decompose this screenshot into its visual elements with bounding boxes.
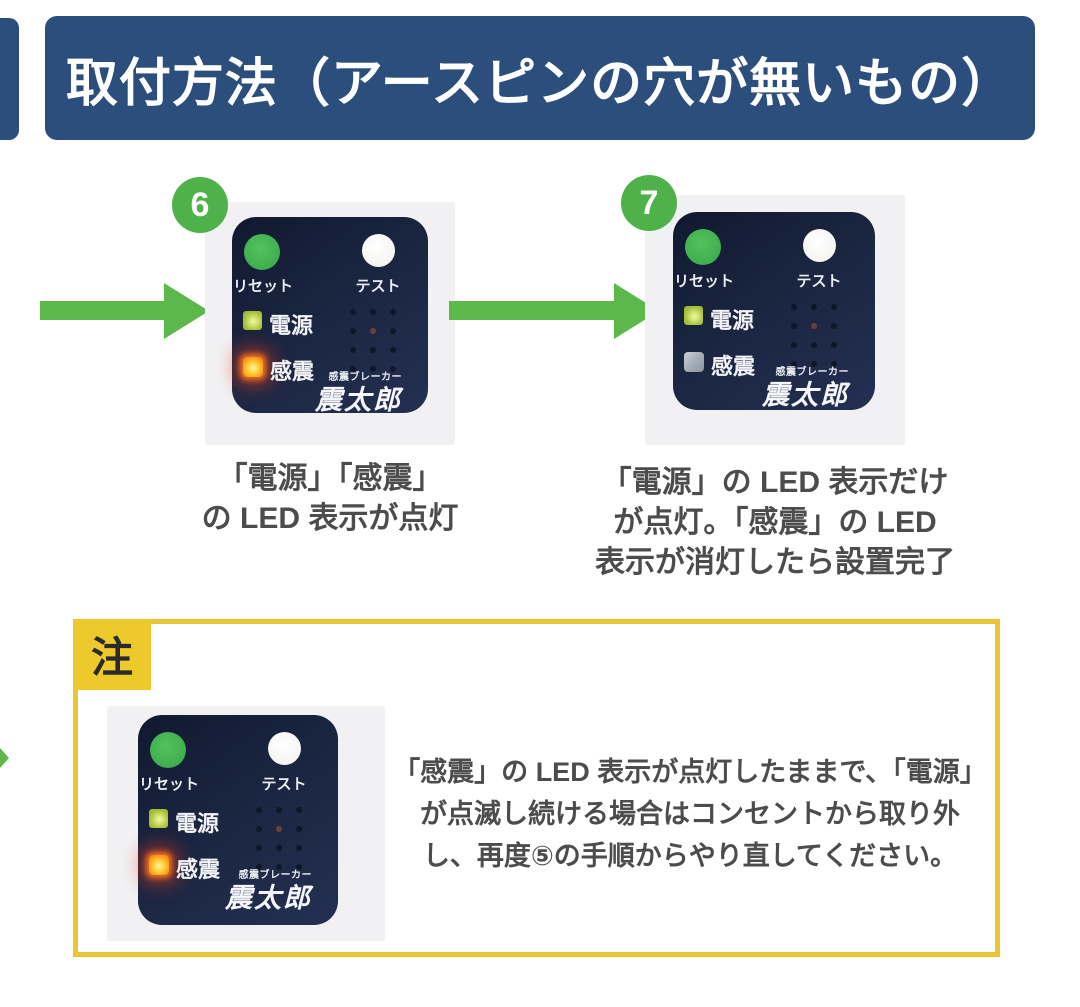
step6-badge: 6 [172,177,228,233]
arrow-fragment-icon [0,748,9,768]
step6-arrow-shaft [40,301,164,320]
step7-badge: 7 [621,175,677,231]
caption-line: 表示が消灯したら設置完了 [595,546,955,579]
reset-label: リセット [138,776,199,793]
caption-line: 「電源」「感震」 [217,462,443,495]
brand-name-large: 震太郎 [315,385,402,416]
brand-name-small: 感震ブレーカー [238,870,312,881]
note-text-line: が点滅し続ける場合はコンセントから取り外 [420,799,960,829]
caption-line: の LED 表示が点灯 [201,502,459,535]
step6-number: 6 [190,185,210,224]
test-button [803,229,836,262]
power-led [243,311,262,330]
speaker-holes [350,309,396,372]
page-edge-tab [0,18,19,140]
device-panel: リセット テスト 電源 感震 感震ブレーカー 震太郎 [673,212,875,411]
power-led-label: 電源 [175,811,220,836]
brand-name-small: 感震ブレーカー [328,372,402,383]
seismic-led-label: 感震 [270,359,315,384]
brand-name-small: 感震ブレーカー [775,367,849,378]
note-text: 「感震」の LED 表示が点灯したままで、「電源」 が点滅し続ける場合はコンセン… [390,751,990,877]
test-button [268,732,301,765]
power-led-label: 電源 [269,313,314,338]
page-title: 取付方法（アースピンの穴が無いもの） [65,54,1015,113]
step6-arrow-icon [164,283,209,339]
step7-arrow-shaft [449,301,614,320]
reset-button [685,229,721,265]
seismic-led [243,357,263,377]
speaker-holes [256,807,302,870]
test-label: テスト [261,776,307,793]
power-led [684,306,703,325]
seismic-led [684,352,704,372]
reset-label: リセット [673,273,734,290]
device-photo-step7: リセット テスト 電源 感震 感震ブレーカー 震太郎 [645,195,905,445]
step7-number: 7 [639,183,659,222]
test-button [362,234,395,267]
power-led-label: 電源 [710,308,755,333]
reset-button [244,234,280,270]
power-led [149,809,168,828]
device-panel: リセット テスト 電源 感震 感震ブレーカー 震太郎 [138,715,338,925]
seismic-led-label: 感震 [711,354,756,379]
test-label: テスト [355,278,401,295]
reset-button [150,732,186,768]
speaker-holes [791,304,837,367]
note-tab: 注 [73,619,151,690]
note-text-line: 「感震」の LED 表示が点灯したままで、「電源」 [393,757,987,787]
caption-line: 「電源」の LED 表示だけ [601,466,949,499]
device-photo-step6: リセット テスト 電源 感震 感震ブレーカー 震太郎 [205,202,455,445]
seismic-led-label: 感震 [176,857,221,882]
header-bar: 取付方法（アースピンの穴が無いもの） [45,16,1035,140]
test-label: テスト [796,273,842,290]
device-panel: リセット テスト 電源 感震 感震ブレーカー 震太郎 [232,217,428,416]
reset-label: リセット [232,278,293,295]
brand-name-large: 震太郎 [762,380,849,411]
brand-name-large: 震太郎 [225,883,312,914]
note-text-line: し、再度⑤の手順からやり直してください。 [422,841,958,871]
note-label: 注 [90,634,133,681]
caption-line: が点灯。「感震」の LED [613,506,937,539]
step6-caption: 「電源」「感震」 の LED 表示が点灯 [130,459,530,539]
step7-caption: 「電源」の LED 表示だけ が点灯。「感震」の LED 表示が消灯したら設置完… [575,463,975,583]
device-photo-note: リセット テスト 電源 感震 感震ブレーカー 震太郎 [107,706,385,941]
seismic-led [149,855,169,875]
